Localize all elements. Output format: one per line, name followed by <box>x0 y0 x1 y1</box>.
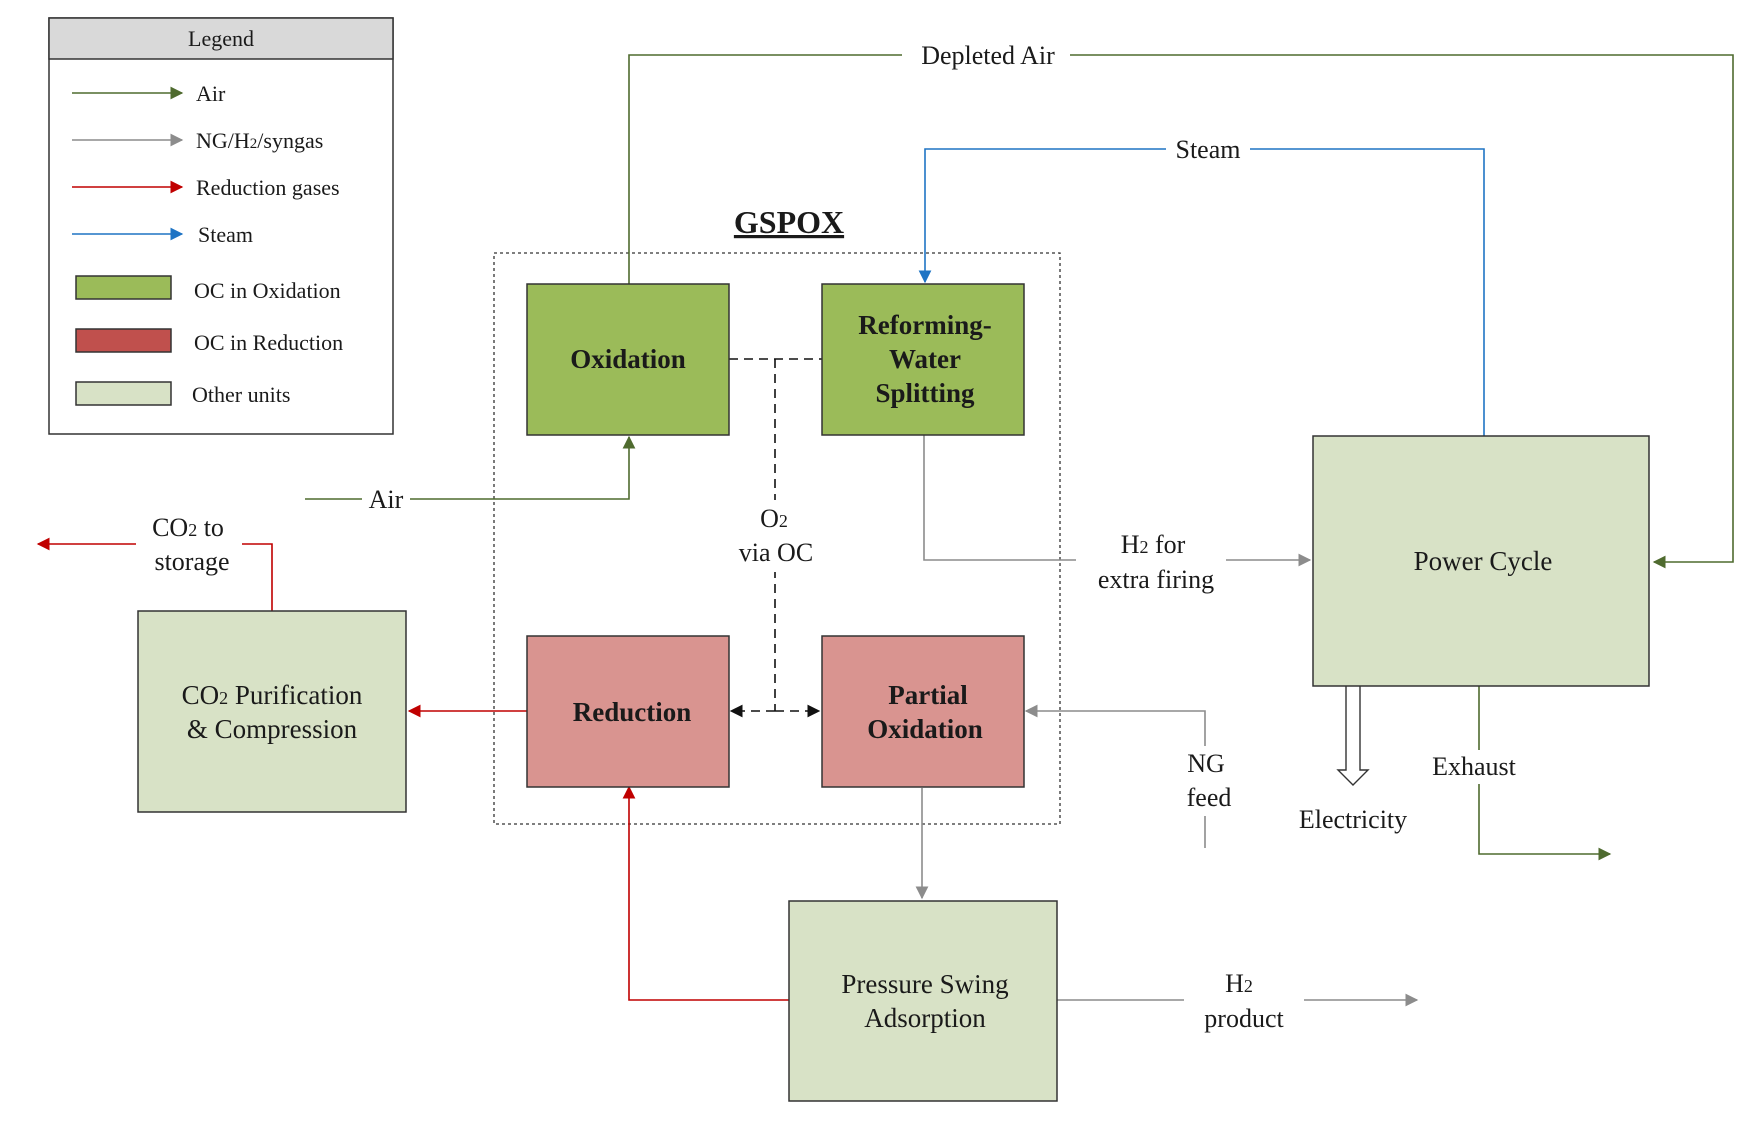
oxidation-label: Oxidation <box>570 344 686 374</box>
legend-other-swatch <box>75 381 172 406</box>
oxidation-box <box>526 283 730 436</box>
legend-other-label: Other units <box>192 382 290 407</box>
legend-title: Legend <box>188 26 254 51</box>
gspox-title: GSPOX <box>734 204 844 240</box>
h2-product-label-line2: product <box>1204 1004 1284 1033</box>
o2-via-oc-label-line2: via OC <box>739 538 813 567</box>
reforming-box <box>821 283 1025 436</box>
o2-via-oc-label: O2 <box>760 504 788 533</box>
steam-label: Steam <box>1176 135 1241 164</box>
co2-purification-label-line1: CO2 Purification <box>182 680 363 710</box>
legend-air-label: Air <box>196 81 226 106</box>
unit-reforming-water-splitting: Reforming- Water Splitting <box>821 283 1025 436</box>
legend-reduction-label: Reduction gases <box>196 175 340 200</box>
air-inlet-label: Air <box>369 485 404 514</box>
unit-oxidation: Oxidation <box>526 283 730 436</box>
air-inlet-line <box>305 435 636 500</box>
psa-label-line2: Adsorption <box>864 1003 986 1033</box>
co2-purification-label-line2: & Compression <box>187 714 358 744</box>
unit-partial-oxidation: Partial Oxidation <box>821 635 1025 788</box>
exhaust-label: Exhaust <box>1432 752 1517 781</box>
legend-oxidation-label: OC in Oxidation <box>194 278 341 303</box>
h2-extra-firing-label-bg <box>1076 528 1226 596</box>
exhaust-label-bg <box>1418 750 1528 784</box>
ng-feed-label: NG <box>1187 749 1225 778</box>
ng-feed-label-line2: feed <box>1187 783 1232 812</box>
h2-product-label: H2 <box>1225 969 1253 998</box>
gspox-boundary <box>493 252 1061 825</box>
reduction-box <box>526 635 730 788</box>
legend-oxidation-swatch <box>75 275 172 300</box>
exhaust-line <box>1478 685 1612 861</box>
psa-label-line1: Pressure Swing <box>841 969 1008 999</box>
legend-reduction-swatch-label: OC in Reduction <box>194 330 343 355</box>
h2-product-label-bg <box>1184 968 1304 1040</box>
co2-storage-label: CO2 to <box>152 513 224 542</box>
reforming-label-line2: Water <box>889 344 961 374</box>
steam-label-bg <box>1166 133 1250 165</box>
ng-feed-label-bg <box>1174 746 1238 816</box>
air-inlet-label-bg <box>362 484 410 514</box>
unit-co2-purification: CO2 Purification & Compression <box>137 610 407 813</box>
depleted-air-label: Depleted Air <box>921 41 1055 70</box>
psa-box <box>788 900 1058 1102</box>
partial-oxidation-label-line1: Partial <box>888 680 968 710</box>
o2-via-oc-label-bg <box>728 500 822 572</box>
legend: Legend Air NG/H2/syngas Reduction gases … <box>48 17 394 435</box>
psa-to-reduction-line <box>622 785 789 1001</box>
depleted-air-label-bg <box>902 38 1070 70</box>
legend-reduction-swatch <box>75 328 172 353</box>
co2-storage-label-bg <box>136 512 242 578</box>
depleted-air-line <box>628 54 1734 569</box>
reforming-label-line1: Reforming- <box>858 310 991 340</box>
legend-header <box>48 17 394 60</box>
power-cycle-label: Power Cycle <box>1414 546 1553 576</box>
co2-storage-line <box>36 537 273 611</box>
legend-gas-label: NG/H2/syngas <box>196 128 323 153</box>
partial-oxidation-box <box>821 635 1025 788</box>
electricity-arrow <box>1336 684 1370 786</box>
partial-oxidation-label-line2: Oxidation <box>867 714 983 744</box>
h2-extra-firing-label-line2: extra firing <box>1098 565 1214 594</box>
power-cycle-box <box>1312 435 1650 687</box>
co2-storage-label-line2: storage <box>154 547 229 576</box>
legend-steam-label: Steam <box>198 222 253 247</box>
h2-extra-firing-label: H2 for <box>1121 530 1186 559</box>
electricity-label: Electricity <box>1299 805 1407 834</box>
unit-pressure-swing-adsorption: Pressure Swing Adsorption <box>788 900 1058 1102</box>
co2-purification-box <box>137 610 407 813</box>
reduction-label: Reduction <box>573 697 692 727</box>
reforming-label-line3: Splitting <box>875 378 975 408</box>
unit-reduction: Reduction <box>526 635 730 788</box>
legend-frame <box>48 17 394 435</box>
unit-power-cycle: Power Cycle <box>1312 435 1650 687</box>
